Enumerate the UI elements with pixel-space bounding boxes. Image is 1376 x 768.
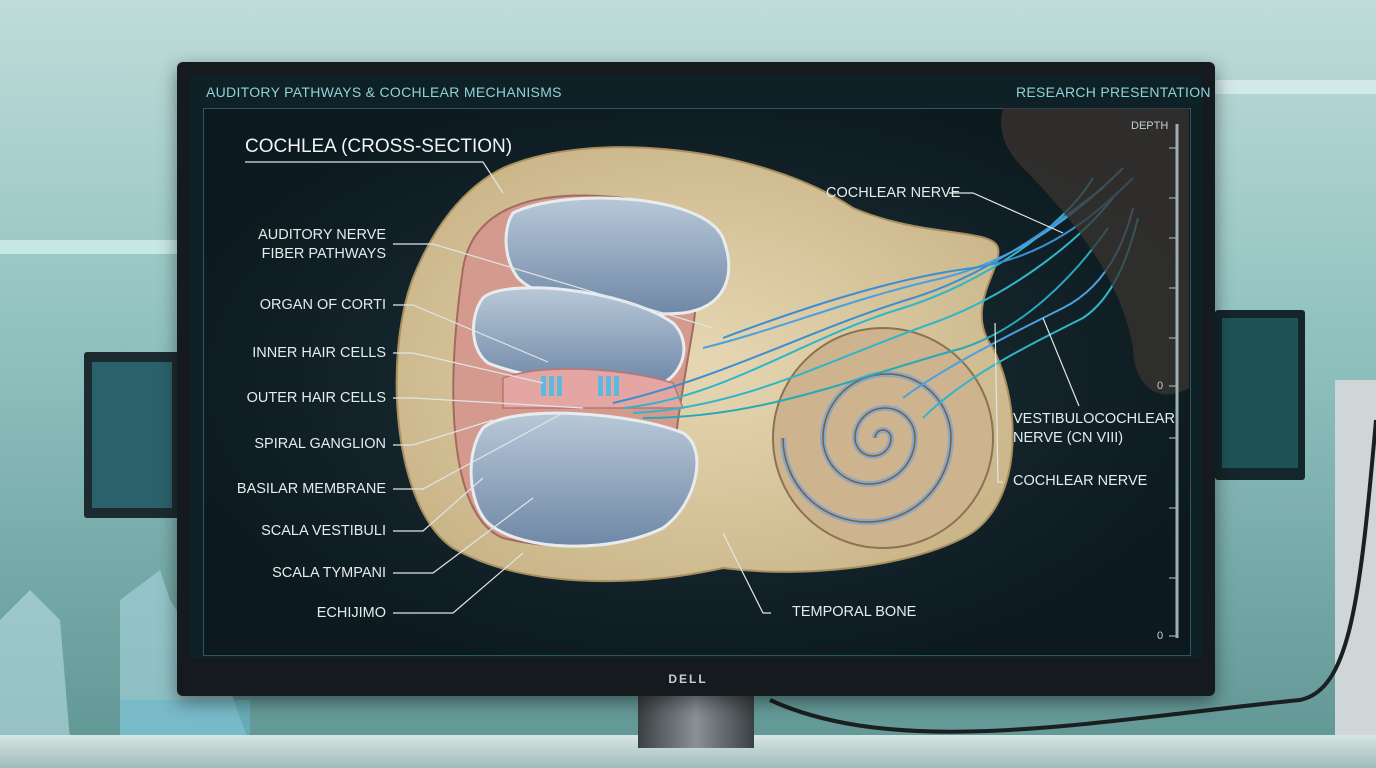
depth-scale: [1169, 124, 1179, 638]
monitor-stand: [638, 690, 754, 748]
label-cochlear-nerve-top: COCHLEAR NERVE: [826, 185, 961, 201]
scala-tympani-chamber: [469, 411, 699, 548]
cochlea-illustration: [245, 108, 1189, 638]
diagram-title: COCHLEA (CROSS-SECTION): [245, 136, 513, 157]
header-subtitle: RESEARCH PRESENTATION: [1016, 84, 1211, 100]
depth-scale-label: DEPTH: [1131, 120, 1169, 132]
label-vestibulocochlear-nerve: VESTIBULOCOCHLEAR NERVE (CN VIII): [1013, 411, 1175, 446]
label-echijimo: ECHIJIMO: [316, 605, 386, 621]
label-basilar-membrane: BASILAR MEMBRANE: [236, 481, 386, 497]
label-cochlear-nerve-bottom: COCHLEAR NERVE: [1013, 473, 1148, 489]
label-scala-tympani: SCALA TYMPANI: [272, 565, 386, 581]
spiral-cochlea: [772, 327, 994, 549]
label-organ-of-corti: ORGAN OF CORTI: [259, 297, 386, 313]
depth-tick-bottom: 0: [1157, 630, 1164, 642]
label-scala-vestibuli: SCALA VESTIBULI: [261, 523, 386, 539]
header-title: AUDITORY PATHWAYS & COCHLEAR MECHANISMS: [206, 84, 562, 100]
monitor-brand-logo: DELL: [668, 672, 708, 686]
label-inner-hair-cells: INNER HAIR CELLS: [252, 345, 386, 361]
label-auditory-nerve-fiber-pathways: AUDITORY NERVE FIBER PATHWAYS: [258, 227, 386, 262]
label-outer-hair-cells: OUTER HAIR CELLS: [246, 390, 386, 406]
label-temporal-bone: TEMPORAL BONE: [792, 604, 917, 620]
label-spiral-ganglion: SPIRAL GANGLION: [254, 436, 386, 452]
depth-tick-mid: 0: [1157, 380, 1164, 392]
scala-vestibuli-chamber: [504, 196, 731, 316]
